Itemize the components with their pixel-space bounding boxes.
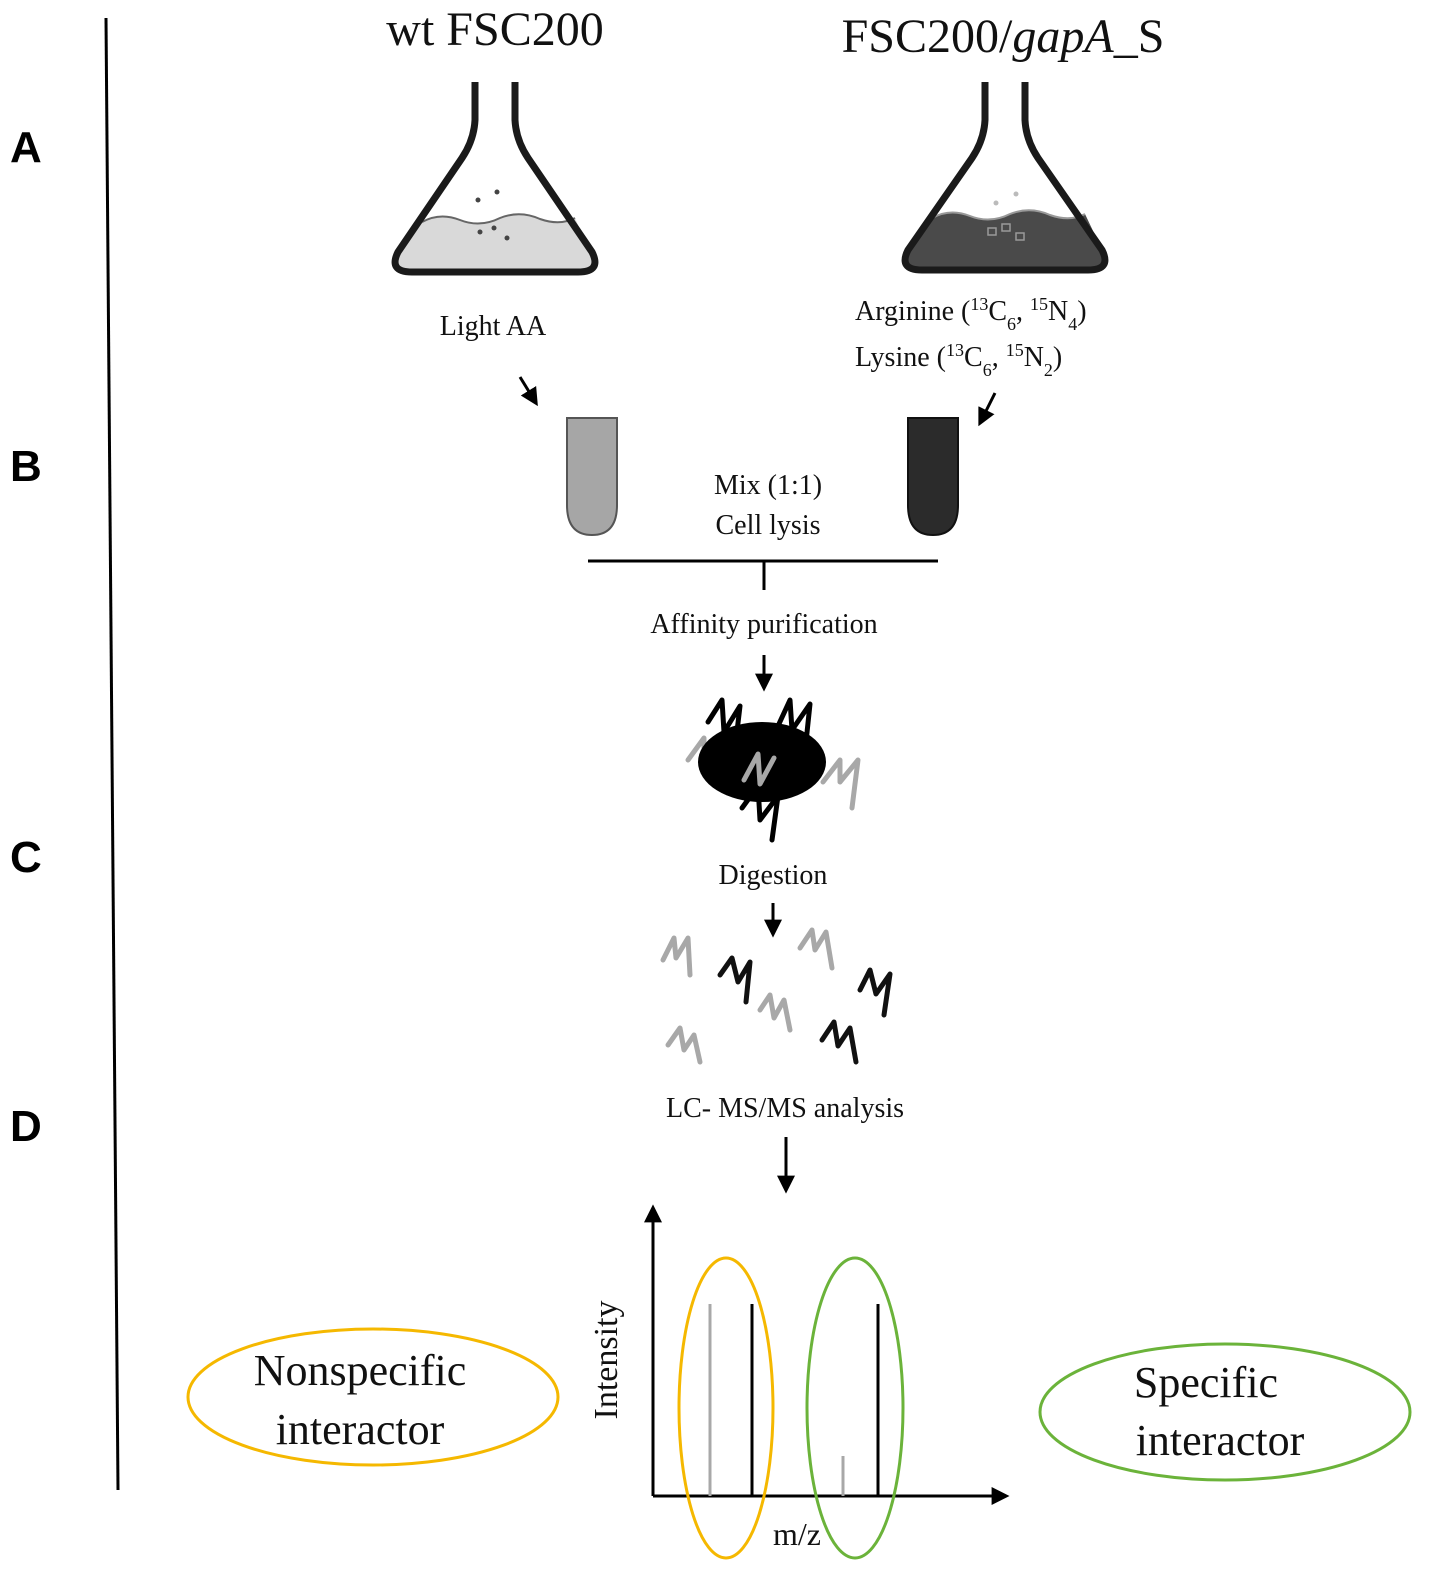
tube-light-sample <box>566 417 618 537</box>
strain-label-wt: wt FSC200 <box>386 3 603 56</box>
flask-heavy-medium <box>901 82 1109 274</box>
arrow-heavy-to-tube <box>978 392 997 427</box>
spectrum-x-axis-label: m/z <box>773 1516 821 1552</box>
strain-label-mutant: FSC200/gapA_S <box>842 10 1165 63</box>
nonspecific-label-line1: Nonspecific <box>254 1346 467 1395</box>
nonspecific-peak-highlight <box>677 1256 775 1560</box>
specific-interactor-callout <box>1038 1342 1412 1482</box>
lcms-analysis-label: LC- MS/MS analysis <box>666 1093 904 1124</box>
heavy-arginine-label: Arginine (13C6, 15N4) <box>855 294 1087 334</box>
mix-ratio-label: Mix (1:1) <box>714 470 822 501</box>
heavy-lysine-label: Lysine (13C6, 15N2) <box>855 340 1062 380</box>
flask-light-medium <box>391 82 599 276</box>
tube-heavy-sample <box>907 417 959 537</box>
digestion-label: Digestion <box>719 860 828 891</box>
specific-peak-highlight <box>805 1256 905 1560</box>
panel-label-c: C <box>10 833 42 882</box>
arrow-light-to-tube <box>518 376 538 407</box>
nonspecific-label-line2: interactor <box>276 1405 445 1454</box>
peptide-fragments <box>660 927 893 1065</box>
spectrum-y-axis-label: Intensity <box>588 1301 625 1420</box>
panel-divider-line <box>104 17 120 1491</box>
affinity-purification-label: Affinity purification <box>650 609 877 640</box>
specific-label-line1: Specific <box>1134 1358 1278 1407</box>
protein-complex-bait <box>685 697 861 843</box>
nonspecific-interactor-callout <box>186 1327 560 1467</box>
panel-label-d: D <box>10 1102 42 1151</box>
specific-label-line2: interactor <box>1136 1416 1305 1465</box>
panel-label-a: A <box>10 123 42 172</box>
cell-lysis-label: Cell lysis <box>715 510 820 541</box>
panel-label-b: B <box>10 442 42 491</box>
light-aa-label: Light AA <box>440 311 547 342</box>
